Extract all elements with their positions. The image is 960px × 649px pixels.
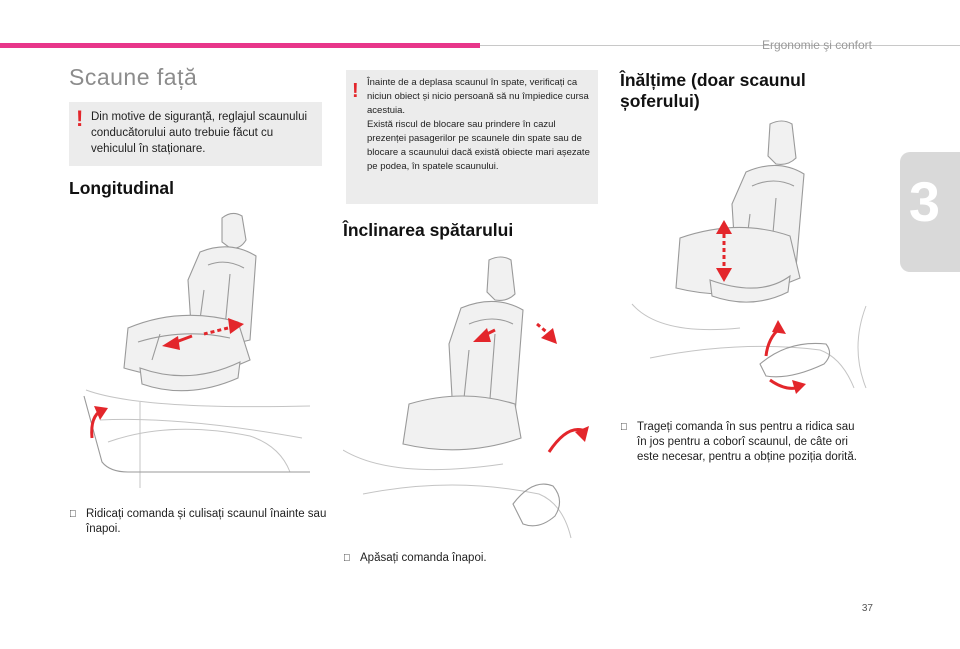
exclamation-mark-icon: ! [76, 106, 84, 131]
page-title: Scaune față [69, 64, 198, 90]
instruction-height:  Trageți comanda în sus pentru a ridica… [620, 420, 865, 465]
seat-base-shape [139, 361, 241, 392]
bullet-arrow-icon:  [343, 551, 351, 566]
seat-longitudinal-drawing [83, 212, 311, 488]
section-title-longitudinal: Longitudinal [69, 178, 174, 198]
illustration-height [620, 118, 870, 398]
instruction-text-backrest: Apăsați comanda înapoi. [360, 552, 487, 564]
headrest-shape [486, 256, 516, 301]
arrowhead-forward [162, 336, 180, 350]
lever-bar-shape [83, 395, 310, 473]
height-down-arrowhead [716, 268, 732, 282]
instruction-longitudinal:  Ridicați comanda și culisați scaunul î… [69, 507, 329, 537]
warning-text-1: Din motive de siguranță, reglajul scaunu… [91, 111, 308, 155]
instruction-text-height: Trageți comanda în sus pentru a ridica s… [637, 421, 857, 463]
height-up-arrowhead [716, 220, 732, 234]
push-down-arrowhead [792, 380, 806, 394]
cushion-shape [402, 395, 522, 451]
section-title-backrest: Înclinarea spătarului [343, 220, 514, 240]
header-accent-bar [0, 43, 480, 48]
tilt-back-dashed-arrow [536, 322, 550, 336]
arrowhead-back [228, 318, 244, 334]
handle-push-arrowhead [575, 426, 589, 442]
chapter-tab [900, 152, 960, 272]
lift-arrowhead [94, 406, 108, 420]
tilt-forward-arrowhead [473, 328, 491, 342]
seat-height-drawing [631, 120, 867, 394]
height-handle-shape [759, 342, 831, 378]
headrest-shape [221, 212, 247, 249]
chapter-number: 3 [908, 170, 940, 233]
warning-box-1 [69, 102, 322, 166]
tilt-back-arrowhead [541, 328, 557, 344]
seat-backrest-drawing [343, 256, 589, 539]
section-title-height: Înălțime (doar scaunul șoferului) [620, 70, 806, 111]
chapter-title: Ergonomie şi confort [761, 38, 872, 52]
instruction-text-longitudinal: Ridicați comanda și culisați scaunul îna… [86, 508, 327, 535]
instruction-backrest:  Apăsați comanda înapoi. [343, 551, 593, 566]
header-rule [480, 45, 960, 46]
page-number: 37 [861, 603, 873, 614]
illustration-longitudinal [80, 210, 320, 490]
warning-box-2 [346, 70, 598, 204]
push-down-arrow [769, 378, 797, 390]
bullet-arrow-icon:  [620, 420, 628, 435]
pull-up-arrowhead [772, 320, 786, 334]
recline-handle-shape [512, 483, 561, 527]
bullet-arrow-icon:  [69, 507, 77, 522]
seat-base-shape [709, 274, 791, 303]
exclamation-mark-icon: ! [352, 80, 359, 102]
warning-text-2: Înainte de a deplasa scaunul în spate, v… [367, 77, 590, 172]
illustration-backrest [343, 254, 593, 544]
headrest-shape [767, 120, 797, 165]
